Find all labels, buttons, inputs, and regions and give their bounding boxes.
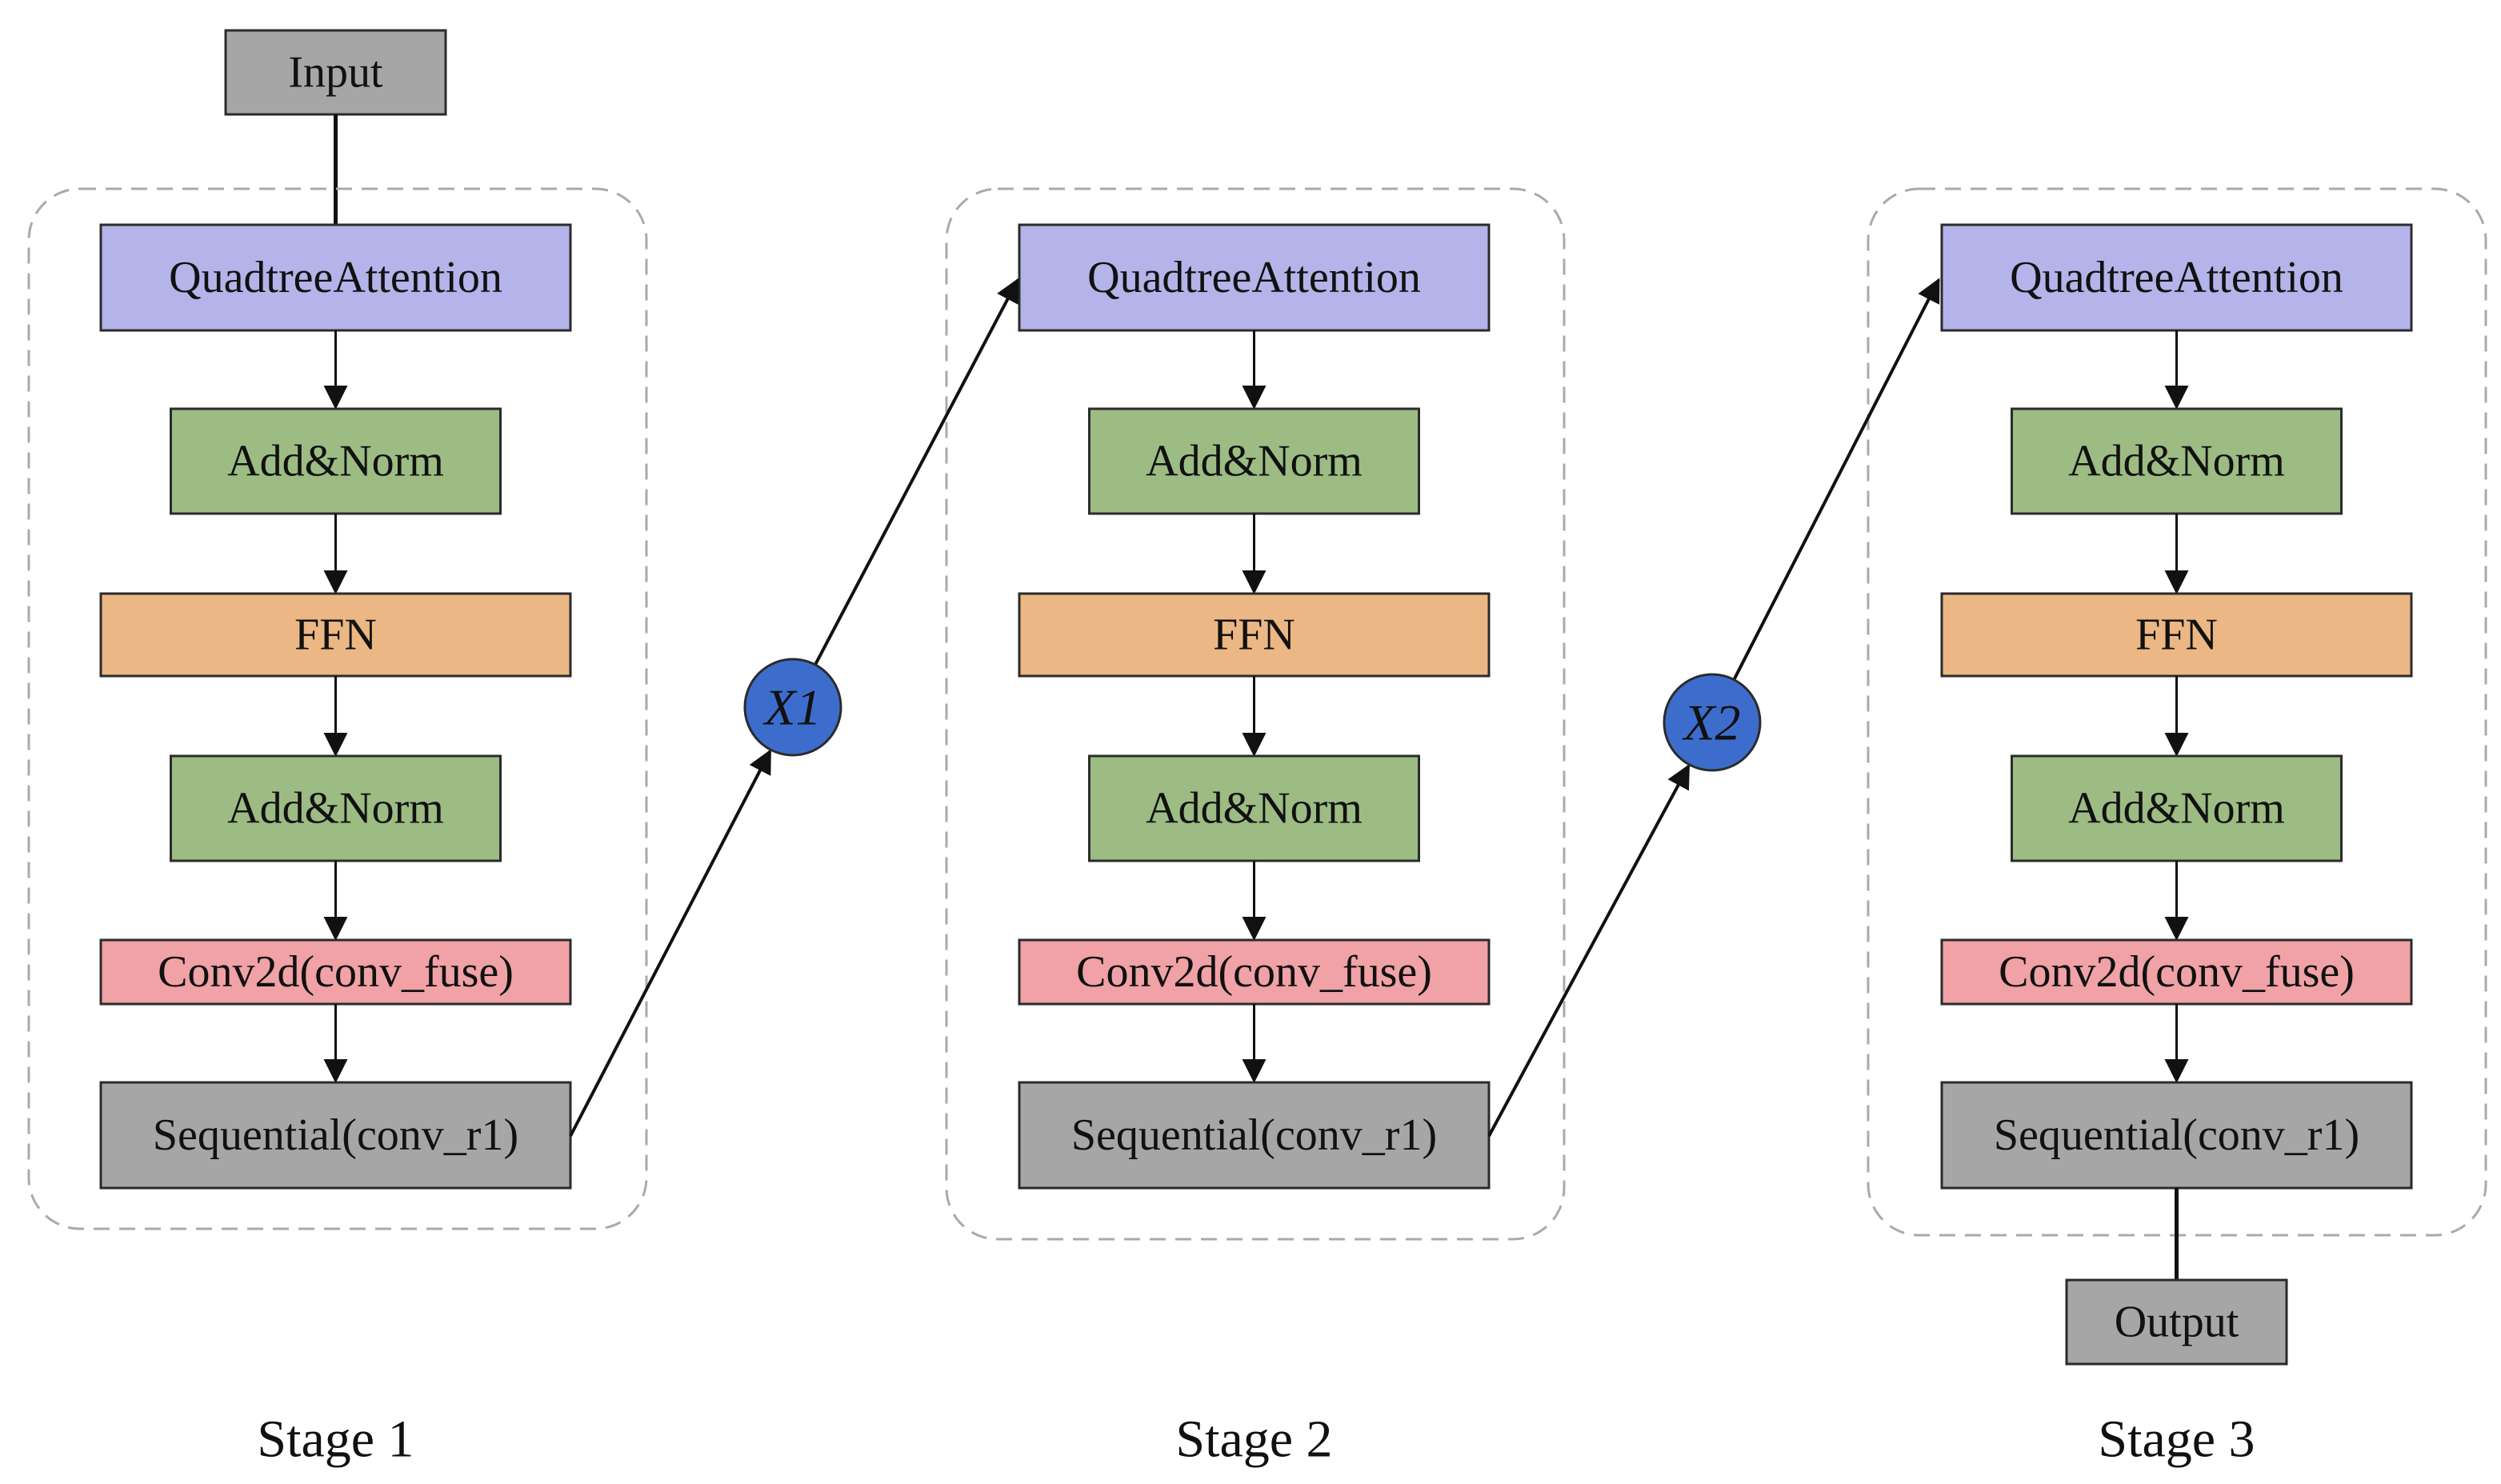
block-label: Add&Norm xyxy=(2068,784,2285,834)
block-box xyxy=(1940,223,2413,332)
block-box xyxy=(2011,407,2343,515)
block-label: Sequential(conv_r1) xyxy=(1994,1110,2359,1160)
multiplier-circle xyxy=(1663,673,1762,772)
stage-frame xyxy=(945,187,1566,1241)
block-label: Conv2d(conv_fuse) xyxy=(1076,947,1432,997)
block-label: Add&Norm xyxy=(227,784,444,834)
input-box xyxy=(224,29,447,116)
multiplier-2: X2 xyxy=(1487,278,1940,1137)
block-label: Add&Norm xyxy=(1146,437,1363,486)
block-box xyxy=(1018,938,1491,1006)
block-box xyxy=(99,938,572,1006)
block-label: Sequential(conv_r1) xyxy=(153,1110,518,1160)
output-box xyxy=(2065,1278,2288,1366)
block-box xyxy=(1940,1081,2413,1190)
input-label: Input xyxy=(288,48,383,98)
block-conv: Conv2d(conv_fuse) xyxy=(99,938,572,1006)
block-box xyxy=(1018,592,1491,678)
stage-2: QuadtreeAttentionAdd&NormFFNAdd&NormConv… xyxy=(945,187,1566,1469)
block-label: Conv2d(conv_fuse) xyxy=(1999,947,2355,997)
input-node: Input xyxy=(224,29,447,116)
block-box xyxy=(170,754,502,862)
block-box xyxy=(1018,223,1491,332)
block-add-norm: Add&Norm xyxy=(1088,407,1420,515)
output-label: Output xyxy=(2115,1298,2239,1347)
block-label: FFN xyxy=(294,610,377,660)
block-box xyxy=(1940,592,2413,678)
block-attention: QuadtreeAttention xyxy=(1940,223,2413,332)
stage-3: QuadtreeAttentionAdd&NormFFNAdd&NormConv… xyxy=(1867,187,2487,1469)
block-box xyxy=(1940,938,2413,1006)
block-label: QuadtreeAttention xyxy=(2010,253,2343,302)
block-box xyxy=(2011,754,2343,862)
block-sequential: Sequential(conv_r1) xyxy=(1018,1081,1491,1190)
block-label: Conv2d(conv_fuse) xyxy=(158,947,514,997)
block-add-norm: Add&Norm xyxy=(2011,407,2343,515)
block-box xyxy=(1018,1081,1491,1190)
block-sequential: Sequential(conv_r1) xyxy=(99,1081,572,1190)
block-box xyxy=(99,223,572,332)
stage-label: Stage 2 xyxy=(1175,1410,1332,1469)
block-conv: Conv2d(conv_fuse) xyxy=(1940,938,2413,1006)
block-sequential: Sequential(conv_r1) xyxy=(1940,1081,2413,1190)
multiplier-1: X1 xyxy=(569,278,1019,1137)
stages-layer: QuadtreeAttentionAdd&NormFFNAdd&NormConv… xyxy=(27,187,2487,1469)
block-add-norm: Add&Norm xyxy=(2011,754,2343,862)
output-node: Output xyxy=(2065,1278,2288,1366)
link-arrow-out xyxy=(1732,278,1940,681)
block-label: FFN xyxy=(2135,610,2218,660)
block-label: Add&Norm xyxy=(227,437,444,486)
multiplier-circle xyxy=(743,658,842,757)
block-box xyxy=(99,1081,572,1190)
block-ffn: FFN xyxy=(99,592,572,678)
link-arrow-in xyxy=(569,749,772,1137)
block-box xyxy=(170,407,502,515)
block-attention: QuadtreeAttention xyxy=(99,223,572,332)
stage-label: Stage 3 xyxy=(2098,1410,2255,1469)
stage-1: QuadtreeAttentionAdd&NormFFNAdd&NormConv… xyxy=(27,187,648,1469)
block-label: Add&Norm xyxy=(2068,437,2285,486)
link-arrow-out xyxy=(814,278,1019,666)
block-label: Add&Norm xyxy=(1146,784,1363,834)
multiplier-label: X1 xyxy=(762,679,821,736)
block-ffn: FFN xyxy=(1940,592,2413,678)
block-add-norm: Add&Norm xyxy=(170,754,502,862)
block-label: FFN xyxy=(1213,610,1295,660)
block-add-norm: Add&Norm xyxy=(1088,754,1420,862)
stage-frame xyxy=(27,187,648,1230)
block-ffn: FFN xyxy=(1018,592,1491,678)
block-label: QuadtreeAttention xyxy=(169,253,502,302)
block-attention: QuadtreeAttention xyxy=(1018,223,1491,332)
block-label: QuadtreeAttention xyxy=(1087,253,1421,302)
links-layer: X1 X2 xyxy=(569,278,1940,1137)
link-arrow-in xyxy=(1487,763,1691,1137)
block-label: Sequential(conv_r1) xyxy=(1071,1110,1437,1160)
stage-label: Stage 1 xyxy=(257,1410,414,1469)
block-box xyxy=(1088,754,1420,862)
multiplier-label: X2 xyxy=(1681,694,1740,751)
block-add-norm: Add&Norm xyxy=(170,407,502,515)
block-conv: Conv2d(conv_fuse) xyxy=(1018,938,1491,1006)
